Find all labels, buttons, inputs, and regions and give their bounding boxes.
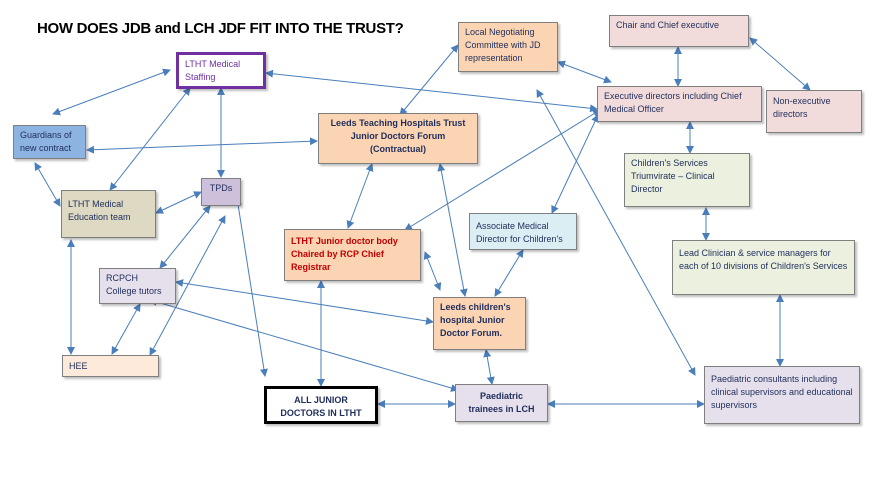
node-label: Guardians of new contract [20, 130, 72, 153]
arrow-ltforum-lchjdf [437, 163, 468, 297]
arrow-chair-nonexec [749, 37, 811, 91]
node-label: Children's Services Triumvirate – Clinic… [631, 158, 715, 194]
node-label: Associate Medical Director for Children'… [476, 221, 563, 244]
arrow-guardians-ltforum [86, 137, 318, 154]
node-label: LTHT Medical Staffing [185, 59, 241, 82]
diagram-title: HOW DOES JDB and LCH JDF FIT INTO THE TR… [37, 20, 404, 37]
node-paediatric-trainees-lch: Paediatric trainees in LCH [455, 384, 548, 422]
node-label: Lead Clinician & service managers for ea… [679, 248, 848, 271]
node-leeds-trust-junior-doctors-forum: Leeds Teaching Hospitals Trust Junior Do… [318, 113, 478, 164]
node-label: LTHT Junior doctor body Chaired by RCP C… [291, 236, 398, 272]
node-label: Local Negotiating Committee with JD repr… [465, 27, 541, 63]
node-label: Paediatric consultants including clinica… [711, 374, 853, 410]
arrow-guardians-mededu [34, 162, 61, 207]
node-label: Paediatric trainees in LCH [468, 391, 535, 414]
node-label: Leeds Teaching Hospitals Trust Junior Do… [330, 118, 466, 154]
node-lead-clinician-service-managers: Lead Clinician & service managers for ea… [672, 240, 855, 295]
node-tpds: TPDs [201, 178, 241, 206]
node-label: Chair and Chief executive [616, 20, 720, 30]
node-guardians-new-contract: Guardians of new contract [13, 125, 86, 159]
node-paediatric-consultants: Paediatric consultants including clinica… [704, 366, 860, 424]
node-label: LTHT Medical Education team [68, 199, 131, 222]
node-leeds-childrens-hospital-jdf: Leeds children's hospital Junior Doctor … [433, 297, 526, 350]
node-lht-medical-education-team: LTHT Medical Education team [61, 190, 156, 238]
arrow-rcpch-hee [111, 303, 141, 355]
arrow-tpds-hee [149, 215, 226, 356]
arrow-staffing-guardians [52, 68, 171, 116]
node-label: ALL JUNIOR DOCTORS IN LTHT [280, 395, 362, 418]
node-associate-medical-director: Associate Medical Director for Children'… [469, 213, 577, 250]
arrow-tpds-alljds [234, 197, 268, 377]
node-lht-medical-staffing: LTHT Medical Staffing [176, 52, 266, 89]
node-chair-chief-executive: Chair and Chief executive [609, 15, 749, 47]
arrow-rcpch-lchjdf [175, 279, 434, 325]
arrow-mededu-tpds [155, 191, 202, 214]
arrow-lchjdf-paedtrainees [483, 349, 495, 385]
arrow-lnc-ltforum [399, 44, 459, 116]
node-lht-junior-doctor-body: LTHT Junior doctor body Chaired by RCP C… [284, 229, 421, 281]
arrow-amd-lchjdf [494, 249, 524, 297]
node-label: TPDs [209, 183, 233, 193]
node-rcpch-college-tutors: RCPCH College tutors [99, 268, 176, 304]
arrow-exec-amd [551, 114, 599, 214]
node-local-negotiating-committee: Local Negotiating Committee with JD repr… [458, 22, 558, 72]
node-hee: HEE [62, 355, 159, 377]
arrow-ltforum-jdbody [346, 163, 374, 229]
node-label: Executive directors including Chief Medi… [604, 91, 742, 114]
node-childrens-services-triumvirate: Children's Services Triumvirate – Clinic… [624, 153, 750, 207]
node-all-junior-doctors: ALL JUNIOR DOCTORS IN LTHT [264, 386, 378, 424]
node-label: HEE [69, 361, 88, 371]
node-label: RCPCH College tutors [106, 273, 162, 296]
arrow-staffing-mededu [109, 87, 191, 191]
arrow-jdbody-lchjdf [423, 251, 442, 291]
node-non-executive-directors: Non-executive directors [766, 90, 862, 133]
node-label: Leeds children's hospital Junior Doctor … [440, 302, 511, 338]
node-executive-directors: Executive directors including Chief Medi… [597, 86, 762, 122]
arrow-staffing-exec [265, 69, 598, 113]
node-label: Non-executive directors [773, 96, 831, 119]
arrow-rcpch-paedtrainees [149, 298, 459, 392]
arrow-lnc-exec [557, 60, 612, 84]
